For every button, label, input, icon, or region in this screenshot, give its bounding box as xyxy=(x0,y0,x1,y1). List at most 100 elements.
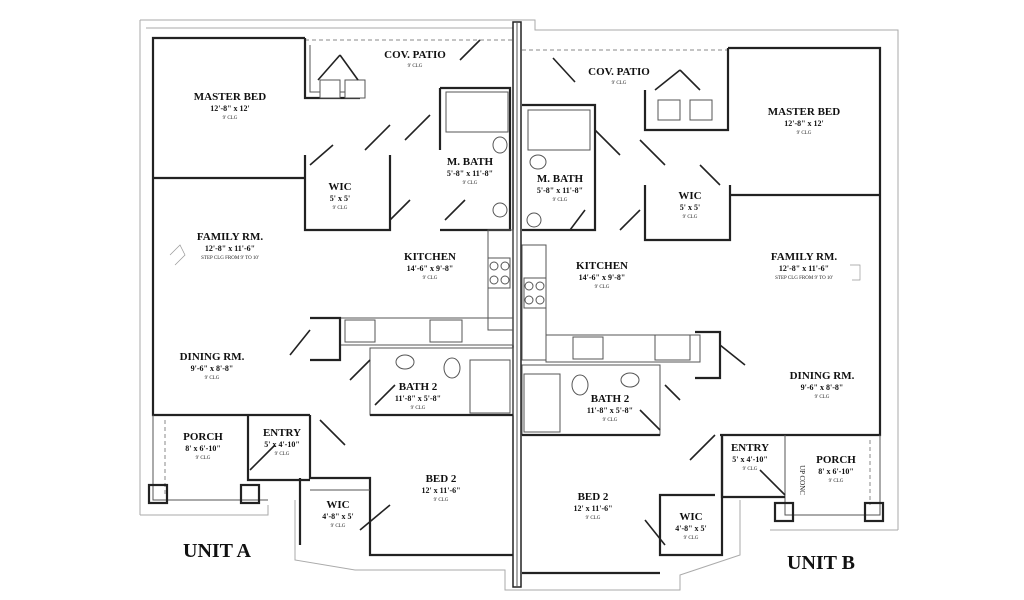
room-dims: 8' x 6'-10" xyxy=(818,467,854,476)
room-dims: 5' x 4'-10" xyxy=(264,440,300,449)
room-name: DINING RM. xyxy=(180,351,245,363)
room-dims: 12'-8" x 11'-6" xyxy=(779,264,829,273)
unit-a-doors xyxy=(249,39,481,531)
unit-b-doors xyxy=(552,57,786,546)
room-name: KITCHEN xyxy=(404,251,456,263)
room-ceiling: 9' CLG xyxy=(275,452,290,457)
room-ceiling: 9' CLG xyxy=(205,376,220,381)
room-dims: 12' x 11'-6" xyxy=(573,504,612,513)
room-dims: 5' x 5' xyxy=(680,203,700,212)
room-dims: 11'-8" x 5'-8" xyxy=(587,406,633,415)
room-wic-2-b: WIC 4'-8" x 5' 9' CLG xyxy=(675,511,707,541)
room-porch-b: PORCH 8' x 6'-10" 9' CLG xyxy=(816,454,856,484)
room-dining-rm-b: DINING RM. 9'-6" x 8'-8" 9' CLG xyxy=(790,370,855,400)
unit-b-title: UNIT B xyxy=(787,552,855,574)
room-porch-a: PORCH 8' x 6'-10" 9' CLG xyxy=(183,431,223,461)
room-name: COV. PATIO xyxy=(384,49,446,61)
room-name: MASTER BED xyxy=(194,91,266,103)
porch-step-note: UP CONC xyxy=(798,465,806,495)
room-ceiling: 9' CLG xyxy=(829,479,844,484)
room-name: PORCH xyxy=(183,431,223,443)
room-ceiling: 9' CLG xyxy=(683,215,698,220)
room-name: WIC xyxy=(679,511,702,523)
room-family-rm-b: FAMILY RM. 12'-8" x 11'-6" STEP CLG FROM… xyxy=(771,251,837,281)
party-wall xyxy=(512,21,522,588)
room-name: MASTER BED xyxy=(768,106,840,118)
room-entry-b: ENTRY 5' x 4'-10" 9' CLG xyxy=(731,442,769,472)
room-ceiling: STEP CLG FROM 9' TO 10' xyxy=(775,276,833,281)
unit-b-labels: COV. PATIO 9' CLG MASTER BED 12'-8" x 12… xyxy=(537,66,856,574)
unit-a-title: UNIT A xyxy=(183,540,252,562)
room-name: ENTRY xyxy=(731,442,769,454)
room-ceiling: 9' CLG xyxy=(684,536,699,541)
room-name: M. BATH xyxy=(537,173,584,185)
room-m-bath-a: M. BATH 5'-8" x 11'-8" 9' CLG xyxy=(447,156,494,186)
room-dims: 4'-8" x 5' xyxy=(322,512,354,521)
room-bath-2-b: BATH 2 11'-8" x 5'-8" 9' CLG xyxy=(587,393,633,423)
unit-a-labels: MASTER BED 12'-8" x 12' 9' CLG COV. PATI… xyxy=(180,49,494,562)
room-name: FAMILY RM. xyxy=(771,251,837,263)
room-dims: 4'-8" x 5' xyxy=(675,524,707,533)
room-name: BATH 2 xyxy=(399,381,438,393)
room-name: KITCHEN xyxy=(576,260,628,272)
room-name: WIC xyxy=(326,499,349,511)
room-name: ENTRY xyxy=(263,427,301,439)
room-name: PORCH xyxy=(816,454,856,466)
room-wic-2-a: WIC 4'-8" x 5' 9' CLG xyxy=(322,499,354,529)
room-ceiling: 9' CLG xyxy=(595,285,610,290)
room-ceiling: 9' CLG xyxy=(423,276,438,281)
room-name: BED 2 xyxy=(426,473,457,485)
room-ceiling: 9' CLG xyxy=(463,181,478,186)
room-ceiling: 9' CLG xyxy=(586,516,601,521)
room-name: WIC xyxy=(678,190,701,202)
room-dims: 12'-8" x 12' xyxy=(784,119,824,128)
room-ceiling: 9' CLG xyxy=(411,406,426,411)
room-ceiling: 9' CLG xyxy=(223,116,238,121)
room-name: BED 2 xyxy=(578,491,609,503)
room-bath-2-a: BATH 2 11'-8" x 5'-8" 9' CLG xyxy=(395,381,441,411)
room-ceiling: 9' CLG xyxy=(815,395,830,400)
room-dims: 12'-8" x 12' xyxy=(210,104,250,113)
room-ceiling: 9' CLG xyxy=(553,198,568,203)
room-dims: 12' x 11'-6" xyxy=(421,486,460,495)
room-kitchen-a: KITCHEN 14'-6" x 9'-8" 9' CLG xyxy=(404,251,456,281)
room-ceiling: 9' CLG xyxy=(603,418,618,423)
room-name: WIC xyxy=(328,181,351,193)
room-bed-2-b: BED 2 12' x 11'-6" 9' CLG xyxy=(573,491,612,521)
room-ceiling: 9' CLG xyxy=(333,206,348,211)
room-name: BATH 2 xyxy=(591,393,630,405)
room-cov-patio-a: COV. PATIO 9' CLG xyxy=(384,49,446,69)
room-family-rm-a: FAMILY RM. 12'-8" x 11'-6" STEP CLG FROM… xyxy=(197,231,263,261)
room-entry-a: ENTRY 5' x 4'-10" 9' CLG xyxy=(263,427,301,457)
room-master-bed-a: MASTER BED 12'-8" x 12' 9' CLG xyxy=(194,91,266,121)
room-dims: 8' x 6'-10" xyxy=(185,444,221,453)
room-ceiling: 9' CLG xyxy=(408,64,423,69)
room-ceiling: 9' CLG xyxy=(196,456,211,461)
room-dims: 5'-8" x 11'-8" xyxy=(537,186,583,195)
room-dims: 5' x 5' xyxy=(330,194,350,203)
room-dims: 9'-6" x 8'-8" xyxy=(801,383,844,392)
room-ceiling: 9' CLG xyxy=(743,467,758,472)
room-name: FAMILY RM. xyxy=(197,231,263,243)
room-wic-master-a: WIC 5' x 5' 9' CLG xyxy=(328,181,351,211)
room-name: M. BATH xyxy=(447,156,494,168)
room-dims: 9'-6" x 8'-8" xyxy=(191,364,234,373)
room-ceiling: 9' CLG xyxy=(797,131,812,136)
room-cov-patio-b: COV. PATIO 9' CLG xyxy=(588,66,650,86)
room-master-bed-b: MASTER BED 12'-8" x 12' 9' CLG xyxy=(768,106,840,136)
room-m-bath-b: M. BATH 5'-8" x 11'-8" 9' CLG xyxy=(537,173,584,203)
room-ceiling: 9' CLG xyxy=(331,524,346,529)
unit-a-walls xyxy=(147,36,514,557)
room-dims: 14'-6" x 9'-8" xyxy=(407,264,454,273)
room-ceiling: STEP CLG FROM 9' TO 10' xyxy=(201,256,259,261)
room-dims: 12'-8" x 11'-6" xyxy=(205,244,255,253)
room-ceiling: 9' CLG xyxy=(434,498,449,503)
room-kitchen-b: KITCHEN 14'-6" x 9'-8" 9' CLG xyxy=(576,260,628,290)
room-dims: 11'-8" x 5'-8" xyxy=(395,394,441,403)
room-bed-2-a: BED 2 12' x 11'-6" 9' CLG xyxy=(421,473,460,503)
unit-b-walls xyxy=(521,46,885,575)
room-name: COV. PATIO xyxy=(588,66,650,78)
room-dims: 14'-6" x 9'-8" xyxy=(579,273,626,282)
room-dining-rm-a: DINING RM. 9'-6" x 8'-8" 9' CLG xyxy=(180,351,245,381)
